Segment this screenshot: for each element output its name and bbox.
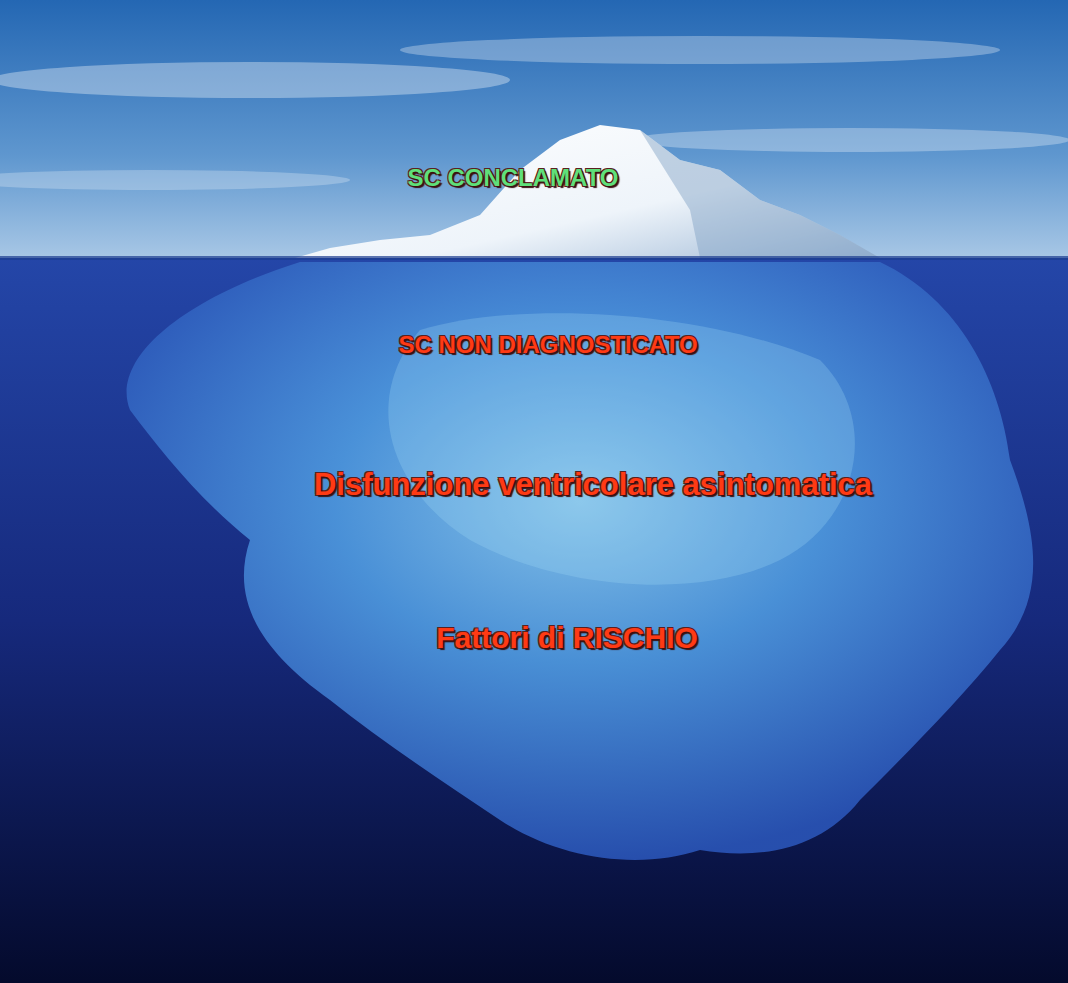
iceberg-label: Disfunzione ventricolare asintomatica [314,467,872,503]
iceberg-label: SC CONCLAMATO [407,164,618,192]
iceberg-label: Fattori di RISCHIO [436,621,698,655]
iceberg-label: SC NON DIAGNOSTICATO [398,331,697,359]
